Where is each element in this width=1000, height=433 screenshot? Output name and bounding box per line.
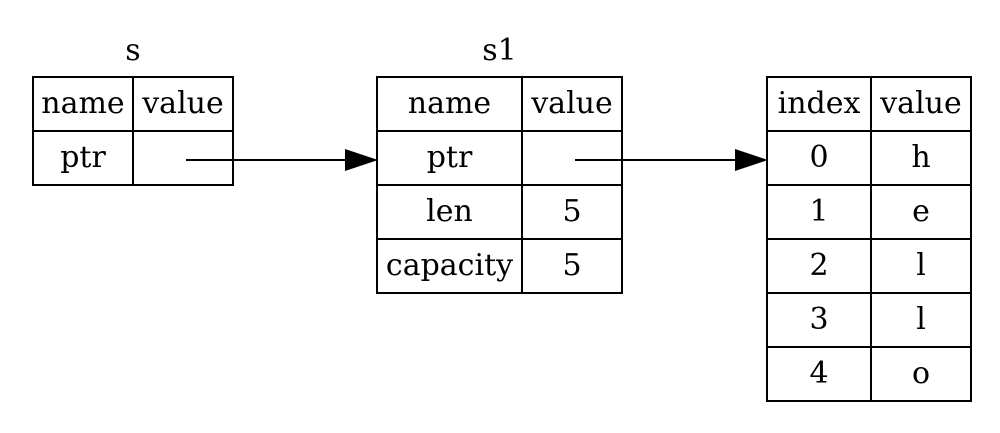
arrow-s-to-s1-head — [345, 149, 378, 171]
s-title: s — [125, 33, 141, 68]
s1-cell-value: 5 — [521, 184, 623, 240]
heap-row: 3 l — [766, 292, 972, 348]
s-header-value: value — [132, 76, 234, 132]
heap-header-row: index value — [766, 76, 972, 132]
s-header-row: name value — [32, 76, 234, 132]
heap-cell-value: e — [870, 184, 972, 240]
heap-cell-index: 4 — [766, 346, 872, 402]
s1-table: name value ptr len 5 capacity 5 — [376, 76, 623, 294]
heap-table: index value 0 h 1 e 2 l 3 l 4 o — [766, 76, 972, 402]
heap-row: 1 e — [766, 184, 972, 240]
heap-cell-value: l — [870, 292, 972, 348]
s-table: name value ptr — [32, 76, 234, 186]
s-cell-value — [132, 130, 234, 186]
s-cell-name: ptr — [32, 130, 134, 186]
heap-row: 0 h — [766, 130, 972, 186]
s1-cell-value: 5 — [521, 238, 623, 294]
s1-header-row: name value — [376, 76, 623, 132]
s1-cell-value — [521, 130, 623, 186]
s-header-name: name — [32, 76, 134, 132]
s1-cell-name: capacity — [376, 238, 523, 294]
heap-cell-index: 1 — [766, 184, 872, 240]
heap-cell-index: 0 — [766, 130, 872, 186]
heap-cell-value: h — [870, 130, 972, 186]
s1-cell-name: ptr — [376, 130, 523, 186]
s1-header-value: value — [521, 76, 623, 132]
s1-header-name: name — [376, 76, 523, 132]
heap-header-value: value — [870, 76, 972, 132]
s1-row-capacity: capacity 5 — [376, 238, 623, 294]
heap-cell-index: 3 — [766, 292, 872, 348]
heap-row: 2 l — [766, 238, 972, 294]
heap-header-index: index — [766, 76, 872, 132]
heap-row: 4 o — [766, 346, 972, 402]
s1-row-ptr: ptr — [376, 130, 623, 186]
heap-cell-value: o — [870, 346, 972, 402]
s1-cell-name: len — [376, 184, 523, 240]
s1-title: s1 — [482, 33, 517, 68]
arrow-s1-to-heap-head — [735, 149, 768, 171]
s1-row-len: len 5 — [376, 184, 623, 240]
heap-cell-index: 2 — [766, 238, 872, 294]
s-row-ptr: ptr — [32, 130, 234, 186]
heap-cell-value: l — [870, 238, 972, 294]
